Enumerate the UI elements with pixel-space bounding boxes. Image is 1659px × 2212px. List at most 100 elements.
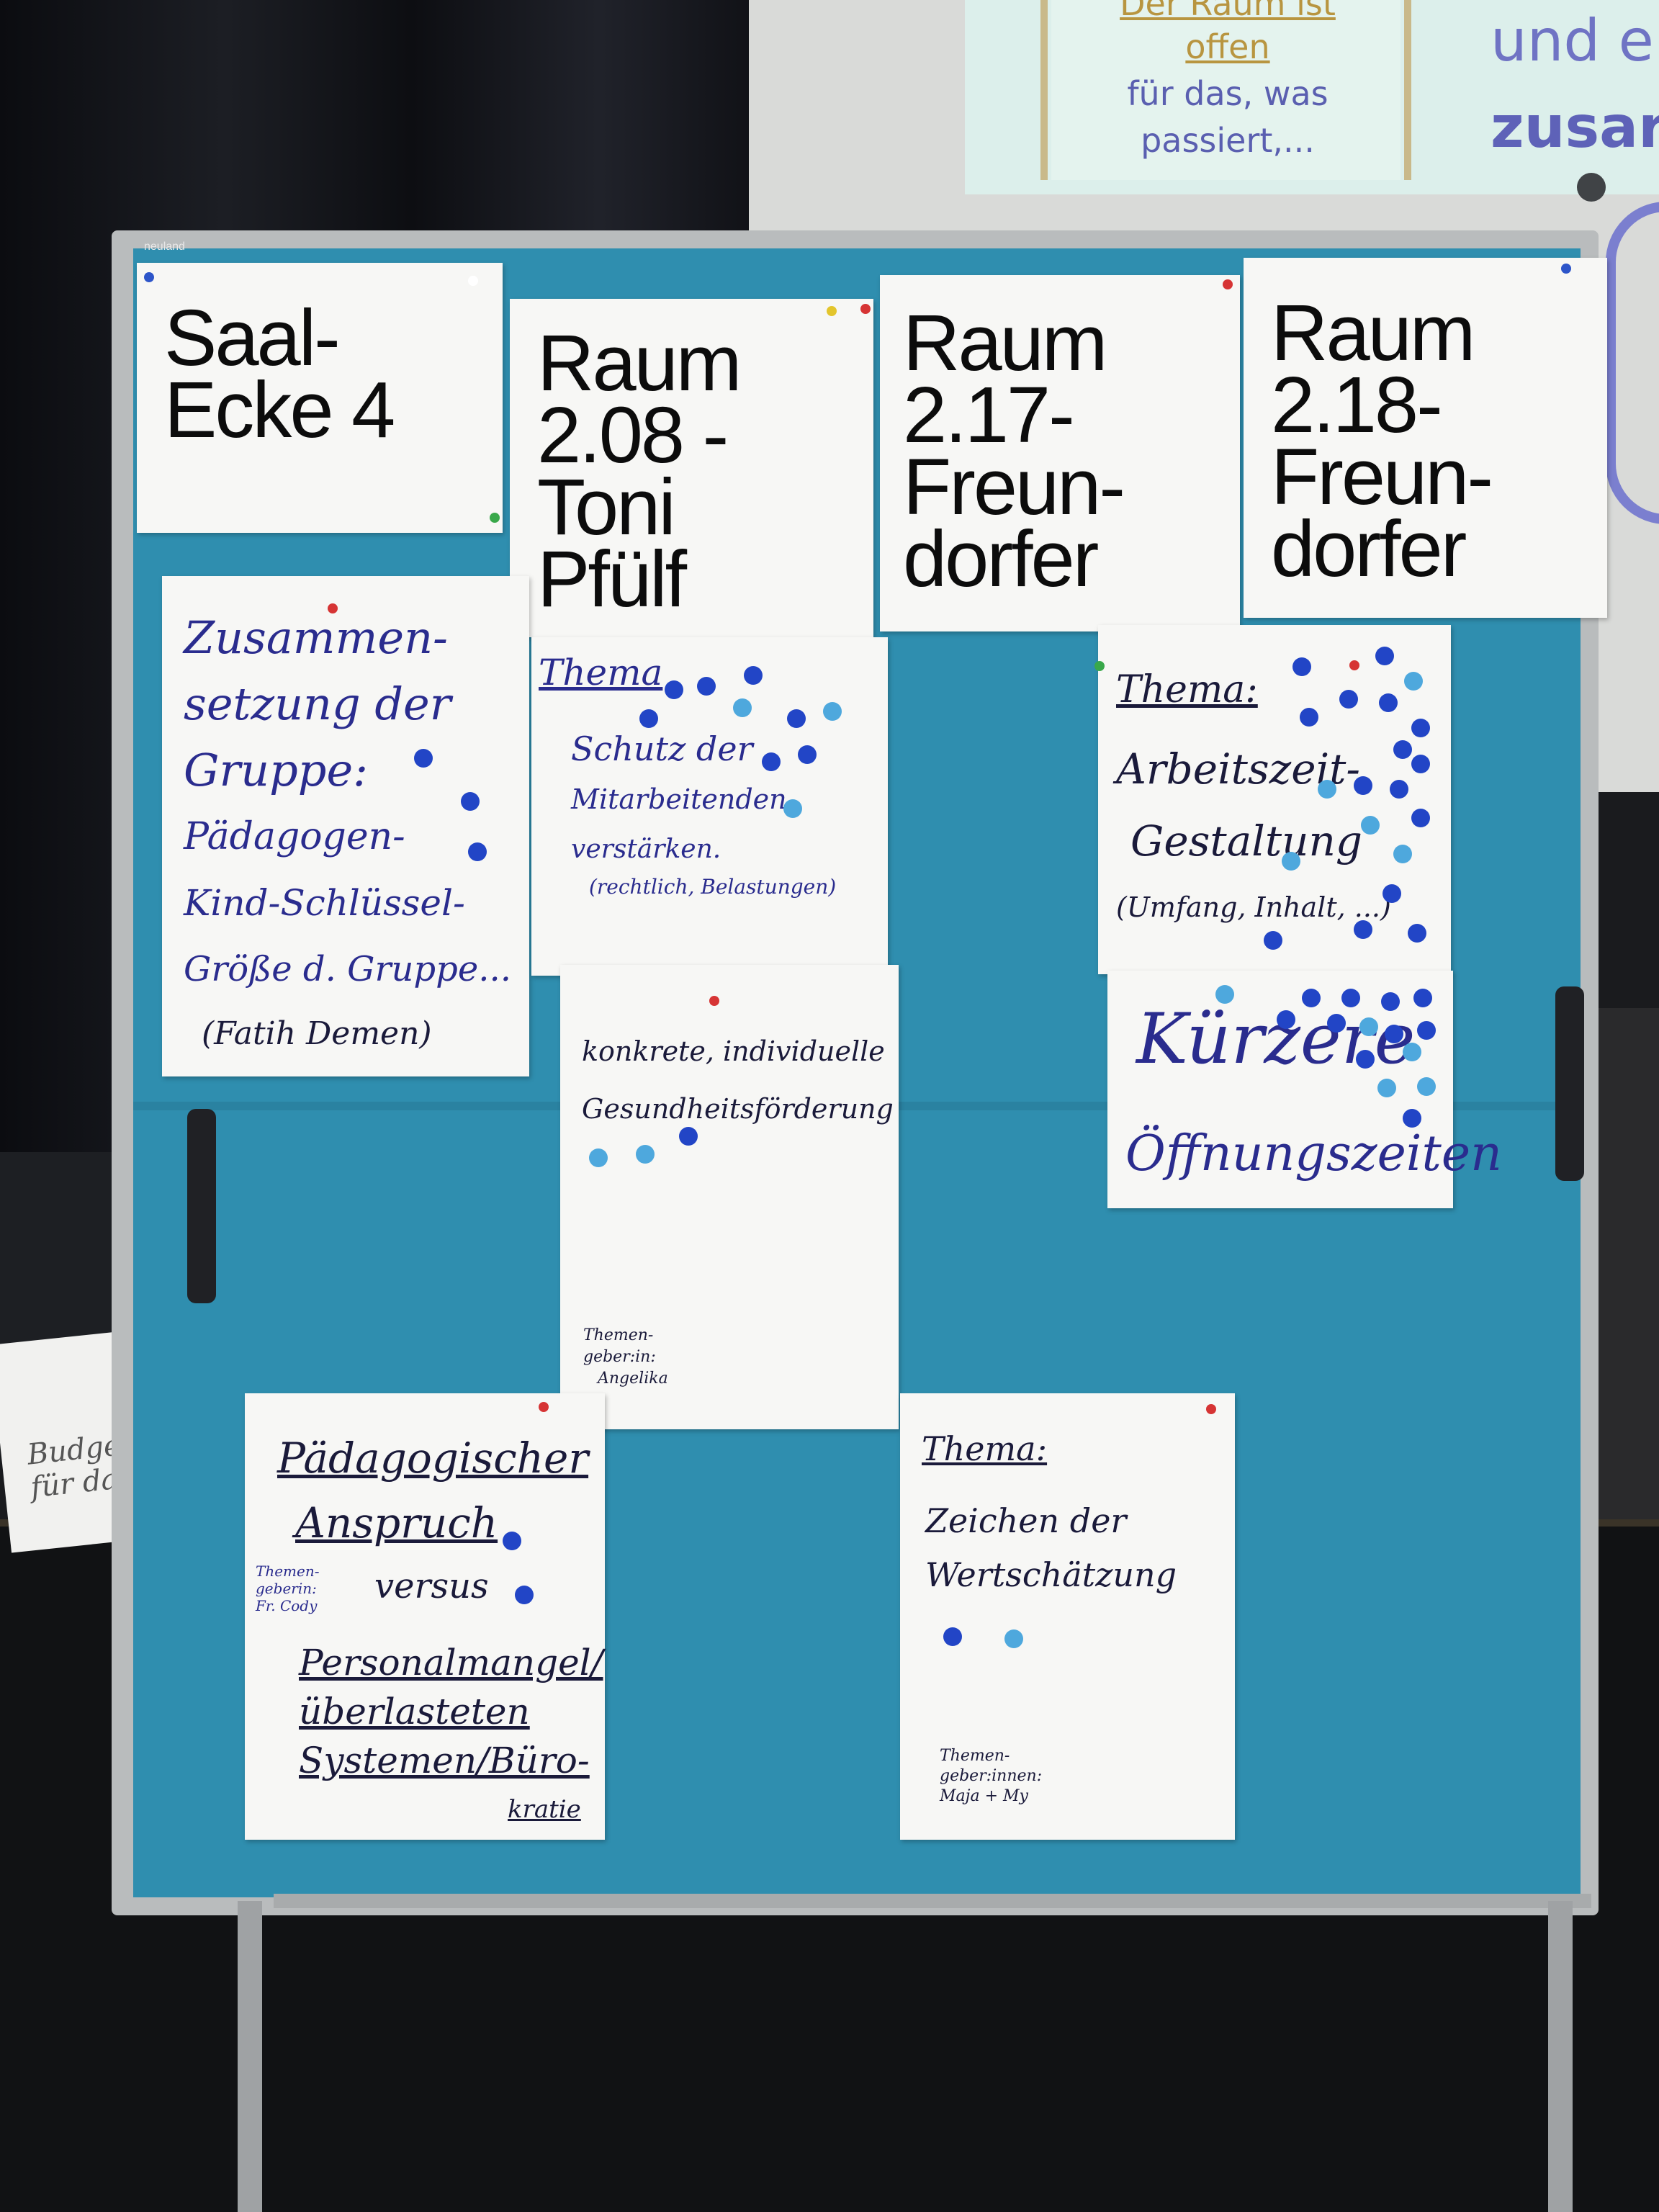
projection-text-line: passiert,... xyxy=(1141,121,1315,160)
vote-dot xyxy=(1408,924,1426,943)
topic-giver: Fr. Cody xyxy=(256,1597,318,1614)
header-line: Toni xyxy=(537,463,676,552)
topic-giver-label: Themen- xyxy=(583,1326,654,1344)
pinboard-bottom-rail xyxy=(274,1894,1591,1908)
vote-dot xyxy=(461,792,480,811)
pushpin-icon xyxy=(144,272,154,282)
header-line: Ecke 4 xyxy=(164,366,395,454)
vote-dot xyxy=(1379,693,1398,712)
vote-dot xyxy=(1282,852,1300,871)
projection-text-line: für das, was xyxy=(1127,74,1328,113)
pushpin-icon xyxy=(860,304,871,314)
topic-thema-label: Thema xyxy=(539,652,663,693)
vote-dot xyxy=(589,1148,608,1167)
topic-card-arbeitszeit: Thema: Arbeitszeit- Gestaltung (Umfang, … xyxy=(1098,625,1451,974)
vote-dot xyxy=(1403,1043,1421,1061)
topic-line: Zusammen- xyxy=(184,611,448,664)
topic-line: setzung der xyxy=(184,678,451,730)
projection-cell xyxy=(1051,0,1401,180)
vote-dot xyxy=(1354,920,1372,939)
pushpin-icon xyxy=(709,996,719,1006)
vote-dot xyxy=(1359,1017,1378,1036)
header-card-raum-208: Raum 2.08 - Toni Pfülf xyxy=(510,299,873,637)
header-card-raum-217: Raum 2.17- Freun- dorfer xyxy=(880,275,1240,631)
vote-dot xyxy=(1385,1025,1403,1043)
pushpin-icon xyxy=(328,603,338,613)
pushpin-icon xyxy=(490,513,500,523)
vote-dot xyxy=(636,1145,655,1164)
vote-dot xyxy=(1341,989,1360,1007)
pushpin-icon xyxy=(539,1402,549,1412)
header-line: Raum xyxy=(537,319,742,408)
vote-dot xyxy=(1264,931,1282,950)
vote-dot xyxy=(823,702,842,721)
topic-line: Anspruch xyxy=(295,1498,498,1547)
header-line: 2.08 - xyxy=(537,391,729,480)
vote-dot xyxy=(943,1627,962,1646)
topic-giver: Angelika xyxy=(598,1370,668,1388)
topic-line: Wertschätzung xyxy=(925,1555,1177,1594)
pushpin-icon xyxy=(1223,279,1233,289)
topic-card-anspruch: Pädagogischer Anspruch Themen- geberin: … xyxy=(245,1393,605,1840)
topic-line: Öffnungszeiten xyxy=(1125,1125,1502,1182)
vote-dot xyxy=(762,752,781,771)
topic-line: Mitarbeitenden xyxy=(571,783,787,815)
topic-card-wertschaetzung: Thema: Zeichen der Wertschätzung Themen-… xyxy=(900,1393,1235,1840)
topic-giver-label: geber:in: xyxy=(583,1348,656,1366)
pushpin-icon xyxy=(1349,660,1359,670)
topic-line: Systemen/Büro- xyxy=(299,1740,590,1781)
header-line: Freun- xyxy=(903,443,1125,531)
vote-dot xyxy=(1318,780,1336,799)
pushpin-icon xyxy=(1094,661,1105,671)
vote-dot xyxy=(697,677,716,696)
vote-dot xyxy=(1390,780,1408,799)
pinboard-leg-left xyxy=(238,1901,262,2212)
pinboard-clamp-left xyxy=(187,1109,216,1303)
header-line: 2.18- xyxy=(1271,361,1443,449)
header-line: Pfülf xyxy=(537,535,687,624)
vote-dot xyxy=(1302,989,1321,1007)
topic-line: Kürzere xyxy=(1136,999,1416,1079)
vote-dot xyxy=(1375,647,1394,665)
pushpin-icon xyxy=(1206,1404,1216,1414)
vote-dot xyxy=(665,680,683,699)
header-card-saal-ecke-4: Saal- Ecke 4 xyxy=(137,263,503,533)
topic-thema-label: Thema: xyxy=(1116,668,1258,711)
vote-dot xyxy=(1411,755,1430,773)
vote-dot xyxy=(639,709,658,728)
vote-dot xyxy=(1004,1629,1023,1648)
topic-giver-label: geberin: xyxy=(256,1580,317,1597)
pushpin-icon xyxy=(1561,264,1571,274)
topic-line: konkrete, individuelle xyxy=(582,1035,885,1067)
pinboard-brand: neuland xyxy=(144,240,185,253)
topic-line: Personalmangel/ xyxy=(299,1642,603,1683)
topic-line: Pädagogischer xyxy=(277,1434,589,1483)
topic-line: verstärken. xyxy=(571,835,721,864)
projection-heading: zusar xyxy=(1491,94,1659,161)
topic-card-zusammensetzung: Zusammen- setzung der Gruppe: Pädagogen-… xyxy=(162,576,529,1076)
vote-dot xyxy=(1411,809,1430,827)
topic-author: (Fatih Demen) xyxy=(202,1015,432,1052)
vote-dot xyxy=(1354,776,1372,795)
topic-giver-label: Themen- xyxy=(940,1747,1010,1765)
vote-dot xyxy=(1403,1109,1421,1128)
vote-dot xyxy=(1417,1021,1436,1040)
vote-dot xyxy=(1413,989,1432,1007)
vote-dot xyxy=(1356,1050,1375,1069)
vote-dot xyxy=(1215,985,1234,1004)
header-line: Raum xyxy=(903,299,1107,387)
vote-dot xyxy=(783,799,802,818)
vote-dot xyxy=(1411,719,1430,737)
topic-line: Kind-Schlüssel- xyxy=(184,882,465,924)
topic-thema-label: Thema: xyxy=(922,1429,1048,1468)
vote-dot xyxy=(1393,740,1412,759)
topic-line: kratie xyxy=(508,1795,581,1824)
topic-line: Schutz der xyxy=(571,729,753,768)
vote-dot xyxy=(468,842,487,861)
vote-dot xyxy=(787,709,806,728)
topic-note: (Umfang, Inhalt, ...) xyxy=(1116,891,1391,923)
topic-line: Größe d. Gruppe... xyxy=(184,949,511,989)
vote-dot xyxy=(1377,1079,1396,1097)
header-card-raum-218: Raum 2.18- Freun- dorfer xyxy=(1244,258,1607,618)
topic-line: Gestaltung xyxy=(1130,817,1363,866)
